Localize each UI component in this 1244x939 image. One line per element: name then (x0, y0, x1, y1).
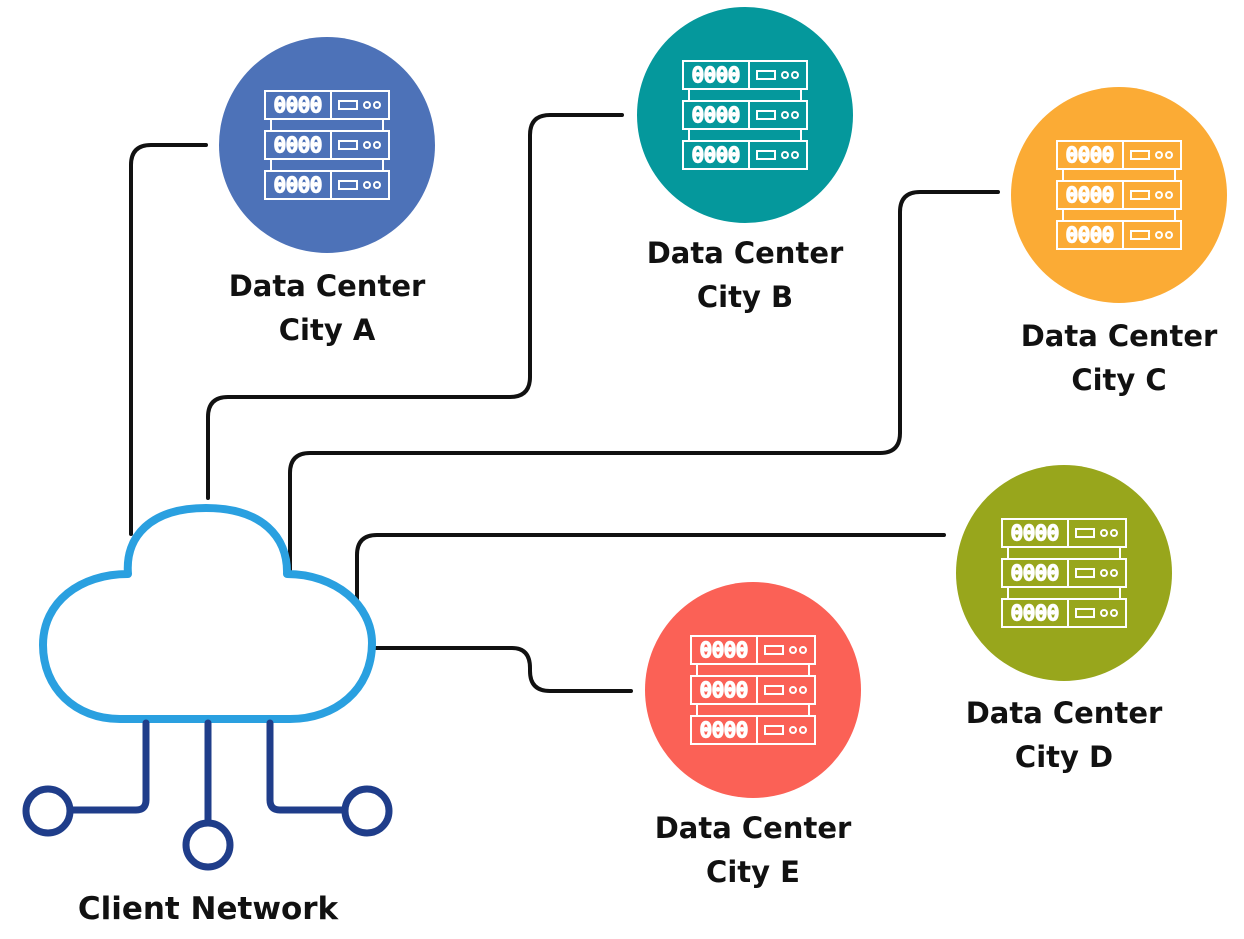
network-node-right-icon (341, 785, 393, 837)
data-center-e-title: Data Center (655, 811, 852, 845)
data-center-a-circle (219, 37, 435, 253)
connector-group (129, 113, 1000, 693)
data-center-c-title: Data Center (1021, 319, 1218, 353)
data-center-b-city: City B (697, 280, 793, 314)
data-center-e-circle (645, 582, 861, 798)
server-unit-label: 0000 (1011, 561, 1059, 585)
data-center-e-city: City E (706, 855, 800, 889)
server-unit-label: 0000 (700, 678, 748, 702)
server-rack-icon: 0000 0000 0000 (682, 60, 808, 170)
cloud-icon (39, 504, 376, 723)
client-network-label: Client Network (78, 891, 340, 927)
network-node-group (22, 719, 393, 871)
server-unit-label: 0000 (700, 718, 748, 742)
connector-a (129, 143, 208, 536)
data-center-b-circle (637, 7, 853, 223)
server-unit-label: 0000 (692, 63, 740, 87)
server-rack-icon: 0000 0000 0000 (1056, 140, 1182, 250)
connector-e (372, 646, 633, 693)
server-rack-icon: 0000 0000 0000 (1001, 518, 1127, 628)
server-unit-label: 0000 (700, 638, 748, 662)
data-center-b-title: Data Center (647, 236, 844, 270)
data-center-a-title: Data Center (229, 269, 426, 303)
client-network: Client Network (22, 504, 393, 927)
data-center-d-circle (956, 465, 1172, 681)
network-line-left (66, 719, 150, 814)
server-unit-label: 0000 (1066, 183, 1114, 207)
server-unit-label: 0000 (1066, 223, 1114, 247)
network-node-left-icon (22, 785, 74, 837)
server-unit-label: 0000 (274, 133, 322, 157)
server-unit-label: 0000 (692, 143, 740, 167)
server-unit-label: 0000 (1066, 143, 1114, 167)
data-center-a-city: City A (279, 313, 376, 347)
data-center-c-circle (1011, 87, 1227, 303)
server-rack-icon: 0000 0000 0000 (690, 635, 816, 745)
data-center-d-city: City D (1015, 740, 1113, 774)
server-unit-label: 0000 (1011, 601, 1059, 625)
connector-b (206, 113, 624, 500)
server-unit-label: 0000 (274, 93, 322, 117)
server-unit-label: 0000 (1011, 521, 1059, 545)
server-unit-label: 0000 (692, 103, 740, 127)
data-center-d-title: Data Center (966, 696, 1163, 730)
network-node-center-icon (182, 819, 234, 871)
network-line-right (266, 719, 348, 814)
data-center-c-city: City C (1071, 363, 1166, 397)
connector-d (355, 533, 946, 607)
connector-c (288, 190, 1000, 577)
server-rack-icon: 0000 0000 0000 (264, 90, 390, 200)
server-unit-label: 0000 (274, 173, 322, 197)
